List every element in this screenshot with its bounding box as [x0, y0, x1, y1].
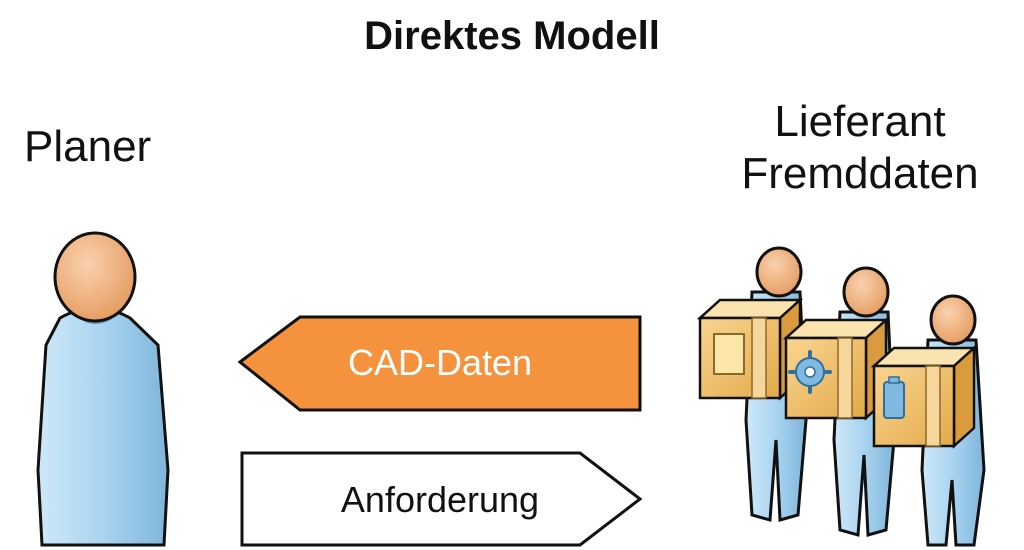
diagram-title: Direktes Modell [364, 14, 660, 58]
box-gear-icon [782, 317, 890, 421]
cad-data-arrow: CAD-Daten [237, 315, 642, 412]
planer-person-icon [36, 231, 170, 547]
request-arrow: Anforderung [240, 451, 643, 547]
supplier-label-line2: Fremddaten [741, 149, 979, 198]
box-battery-icon [870, 345, 978, 449]
planer-label: Planer [24, 122, 152, 171]
supplier-persons-icon [696, 246, 986, 547]
cad-data-arrow-shape [237, 315, 642, 412]
supplier-label: Lieferant Fremddaten [700, 96, 1020, 200]
request-arrow-shape [240, 451, 643, 547]
cad-data-arrow-label: CAD-Daten [348, 342, 532, 383]
request-arrow-label: Anforderung [341, 479, 539, 520]
supplier-label-line1: Lieferant [774, 97, 946, 146]
box-document-icon [696, 297, 804, 401]
